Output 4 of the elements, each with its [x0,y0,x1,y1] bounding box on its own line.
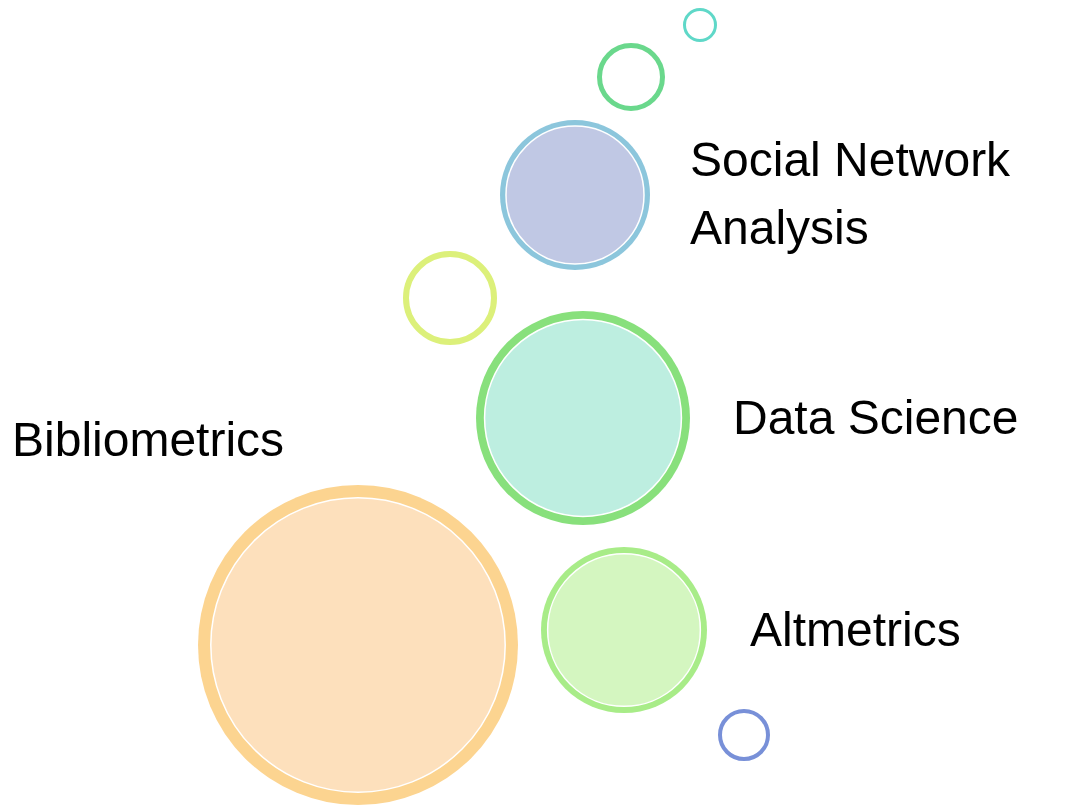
bubble-label: Data Science [733,390,1020,446]
bubble-label: Social Network Analysis [690,132,1012,256]
bubble-label: Altmetrics [750,602,962,658]
bubble-label: Bibliometrics [12,412,286,468]
